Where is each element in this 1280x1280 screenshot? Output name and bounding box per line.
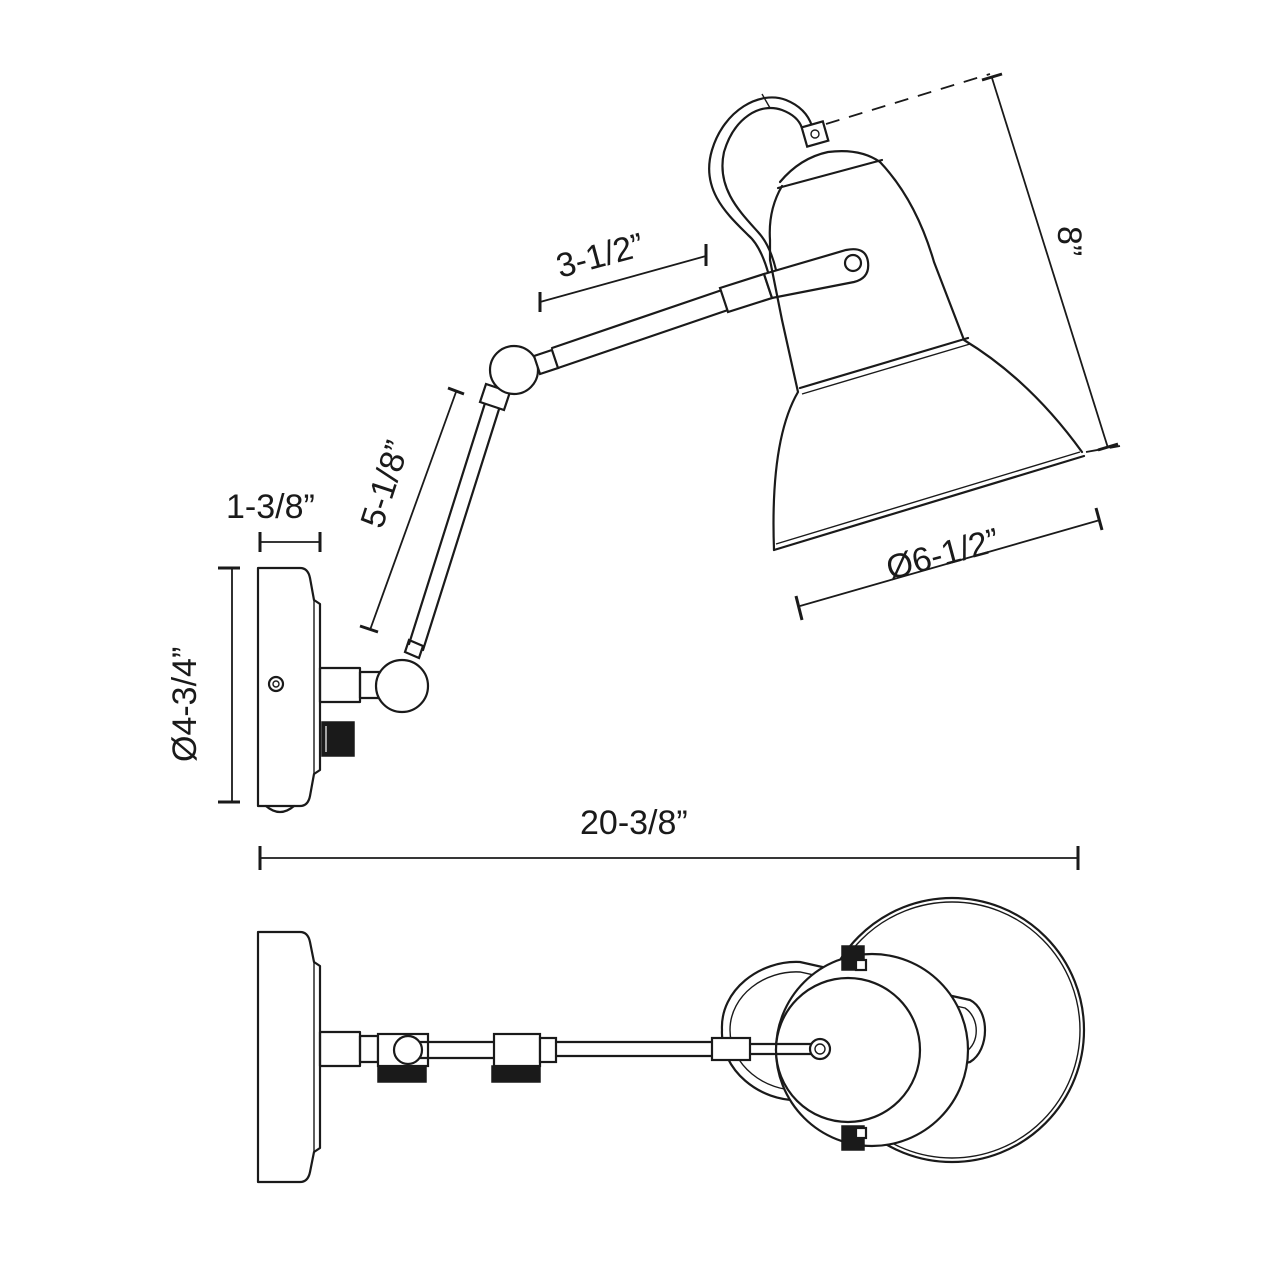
top-knob-2 <box>491 1065 541 1083</box>
top-backplate <box>256 930 322 1184</box>
side-screw-icon <box>267 675 285 693</box>
side-cord-loop <box>708 96 814 274</box>
side-lower-arm <box>403 382 512 660</box>
side-shade-cap <box>800 119 830 149</box>
top-bracket-loop <box>720 960 987 1102</box>
top-shade-socket <box>808 1037 832 1061</box>
label-height: 8” <box>1050 226 1088 256</box>
label-shade-diameter: Ø6-1/2” <box>882 521 1003 588</box>
dimension-labels: 3-1/2” 8” 5-1/8” 1-3/8” Ø6-1/2” Ø4-3/4” … <box>166 226 1088 842</box>
side-upper-arm <box>532 248 870 376</box>
side-arm-screw-icon <box>843 253 863 273</box>
top-knob-1 <box>377 1065 427 1083</box>
side-shade <box>768 150 1086 552</box>
label-overall-length: 20-3/8” <box>580 804 688 842</box>
side-switch-knob <box>321 721 355 757</box>
top-view <box>256 896 1086 1184</box>
side-upper-joint <box>488 344 540 396</box>
label-backplate-diameter: Ø4-3/4” <box>166 647 204 762</box>
label-backplate-depth: 1-3/8” <box>226 488 315 526</box>
side-lower-joint <box>374 658 430 714</box>
side-backplate <box>256 566 322 814</box>
label-arm-lower: 5-1/8” <box>353 436 417 532</box>
dimension-lines <box>218 72 1121 870</box>
side-view <box>256 93 1086 814</box>
